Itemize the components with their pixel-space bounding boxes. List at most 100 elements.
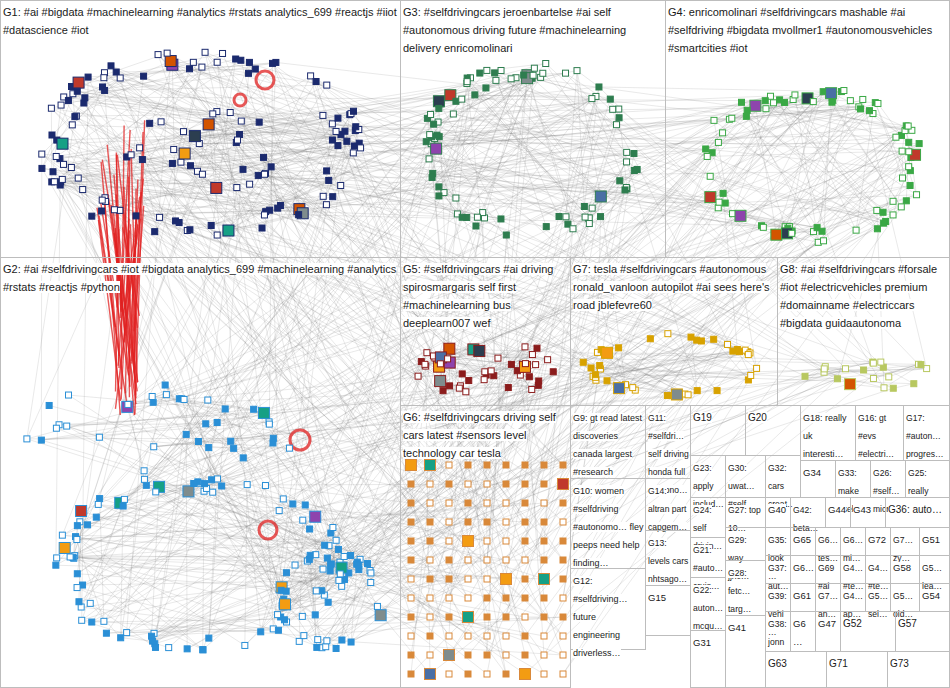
vertex (427, 519, 433, 525)
vertex (143, 482, 149, 488)
vertex (426, 156, 432, 162)
network-edge (766, 109, 909, 152)
vertex (335, 143, 341, 149)
vertex (484, 538, 490, 544)
vertex (150, 399, 156, 405)
vertex (54, 555, 60, 561)
network-edge (532, 78, 637, 169)
vertex (616, 106, 622, 112)
vertex (408, 500, 414, 506)
vertex (214, 232, 220, 238)
network-edge (278, 131, 905, 631)
vertex (113, 69, 119, 75)
network-edge (265, 486, 411, 503)
vertex (76, 599, 82, 605)
network-edge (818, 126, 906, 242)
network-edge (763, 152, 908, 228)
vertex (266, 421, 272, 427)
network-edge (73, 171, 197, 557)
vertex (550, 369, 556, 375)
network-edge (84, 103, 430, 617)
network-edge (607, 368, 757, 380)
network-edge (121, 506, 123, 638)
vertex (464, 79, 470, 85)
vertex (906, 139, 912, 145)
vertex (79, 617, 85, 623)
vertex (563, 70, 569, 76)
network-edge (714, 120, 757, 368)
network-edge (856, 137, 896, 230)
vertex (899, 148, 905, 154)
vertex (171, 146, 177, 152)
vertex (408, 614, 414, 620)
vertex (427, 500, 433, 506)
network-edge (127, 122, 259, 157)
network-edge (77, 153, 712, 574)
vertex (914, 192, 920, 198)
network-edge (525, 503, 563, 560)
network-edge (161, 122, 619, 348)
network-edge (62, 201, 893, 535)
vertex (906, 164, 912, 170)
network-edge (56, 525, 88, 565)
vertex (501, 574, 512, 585)
network-edge (182, 399, 273, 443)
vertex (543, 61, 549, 67)
network-edge (63, 164, 265, 485)
vertex (96, 434, 102, 440)
vertex (610, 106, 616, 112)
vertex (596, 84, 602, 90)
network-edge (327, 133, 722, 558)
vertex (85, 522, 91, 528)
network-edge (714, 339, 749, 380)
network-edge (60, 159, 286, 592)
vertex (483, 85, 489, 91)
network-edge (506, 109, 619, 484)
network-edge (411, 167, 909, 579)
vertex (251, 406, 257, 412)
network-edge (165, 385, 243, 458)
vertex (423, 139, 429, 145)
vertex (200, 647, 206, 653)
vertex (647, 336, 653, 342)
vertex (328, 561, 334, 567)
network-edge (70, 557, 323, 569)
vertex (286, 445, 292, 451)
network-edge (222, 486, 280, 511)
vertex (256, 119, 262, 125)
vertex (503, 232, 509, 238)
vertex (842, 366, 848, 372)
vertex (870, 375, 876, 381)
vertex (495, 355, 501, 361)
vertex (604, 378, 610, 384)
vertex (74, 523, 80, 529)
network-edge (525, 379, 837, 674)
vertex (903, 198, 909, 204)
vertex (46, 402, 52, 408)
vertex (152, 644, 158, 650)
vertex (715, 139, 721, 145)
vertex (814, 225, 820, 231)
vertex (503, 595, 509, 601)
network-edge (152, 487, 160, 636)
vertex (205, 397, 211, 403)
vertex (574, 68, 580, 74)
network-edge (501, 162, 627, 219)
vertex (200, 647, 206, 653)
vertex (50, 169, 56, 175)
network-edge (158, 55, 329, 546)
vertex (231, 445, 237, 451)
network-edge (506, 503, 563, 655)
vertex (176, 220, 182, 226)
vertex (456, 385, 462, 391)
vertex (336, 577, 342, 583)
vertex (327, 568, 333, 574)
network-edge (589, 101, 765, 224)
vertex (368, 580, 374, 586)
network-edge (200, 483, 278, 630)
vertex (220, 50, 226, 56)
network-edge (433, 173, 468, 541)
vertex (586, 221, 592, 227)
network-edge (788, 228, 919, 364)
vertex (261, 154, 267, 160)
